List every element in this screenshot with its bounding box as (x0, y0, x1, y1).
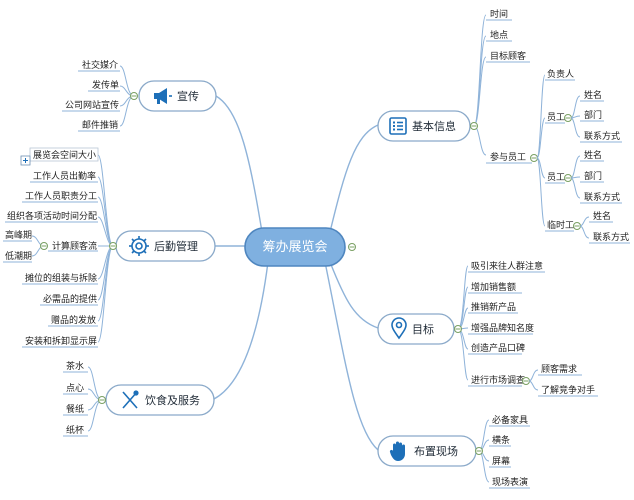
worker1-contact: 联系方式 (584, 130, 620, 142)
worker1-name: 姓名 (584, 89, 602, 101)
worker2-name: 姓名 (584, 149, 602, 161)
worker2-contact: 联系方式 (584, 191, 620, 203)
buzhi-item-3: 现场表演 (492, 476, 528, 488)
temp-contact: 联系方式 (593, 231, 629, 243)
mubiao-label: 目标 (412, 322, 434, 336)
survey-item-1: 了解竞争对手 (541, 384, 595, 396)
buzhi-item-1: 横条 (492, 434, 510, 446)
houqin-item-0-box (29, 147, 99, 162)
survey-item-0: 顾客需求 (541, 363, 577, 375)
branch-jiben (329, 124, 379, 233)
yinshi-label: 饮食及服务 (145, 393, 200, 407)
yinshi-group: 茶水 点心 餐纸 纸杯 饮食及服务 (63, 360, 215, 437)
xuanchuan-item-2: 公司网站宣传 (65, 99, 119, 111)
worker1-dept: 部门 (584, 109, 602, 121)
houqin-group: 展览会空间大小 工作人员出勤率 工作人员职责分工 组织各项活动时间分配 计算顾客… (3, 147, 216, 348)
mubiao-item-1: 增加销售额 (471, 281, 516, 293)
utensils-icon (122, 390, 139, 409)
yinshi-item-2: 餐纸 (66, 403, 84, 415)
staff-temp: 临时工 (547, 219, 574, 231)
mubiao-group: 吸引来往人群注意 增加销售额 推销新产品 增强品牌知名度 创造产品口碑 进行市场… (377, 260, 598, 397)
staff-leader: 负责人 (547, 68, 574, 80)
root-group: 筹办展览会 (244, 227, 356, 267)
mubiao-item-4: 创造产品口碑 (471, 342, 525, 354)
buzhi-item-2: 屏幕 (492, 455, 510, 467)
houqin-item-6: 必需品的提供 (43, 293, 97, 305)
staff-worker-2: 员工 (547, 172, 565, 183)
megaphone-icon (154, 88, 172, 104)
jiben-label: 基本信息 (412, 119, 456, 133)
houqin-flow-peak: 高峰期 (5, 229, 32, 241)
yinshi-item-3: 纸杯 (66, 424, 84, 436)
houqin-item-4: 计算顾客流 (52, 240, 97, 252)
jiben-group: 时间 地点 目标顾客 参与员工 负责人 员工 员工 临时工 姓名 部门 联系方式 (377, 8, 630, 244)
staff-worker-1: 员工 (547, 112, 565, 123)
jiben-item-staff: 参与员工 (490, 151, 526, 163)
gear-icon (129, 236, 149, 256)
buzhi-group: 必备家具 横条 屏幕 现场表演 布置现场 (377, 414, 530, 489)
xuanchuan-label: 宣传 (177, 89, 199, 103)
xuanchuan-item-0: 社交媒介 (82, 59, 118, 71)
temp-name: 姓名 (593, 210, 611, 222)
buzhi-item-0: 必备家具 (492, 414, 528, 426)
list-icon (389, 117, 407, 135)
buzhi-label: 布置现场 (414, 444, 458, 458)
houqin-item-7: 赠品的发放 (51, 314, 96, 326)
jiben-item-place: 地点 (490, 29, 508, 41)
houqin-item-2: 工作人员职责分工 (25, 190, 97, 202)
houqin-label: 后勤管理 (154, 239, 198, 253)
xuanchuan-item-3: 邮件推销 (82, 119, 118, 131)
branch-mubiao (329, 261, 379, 329)
location-pin-icon (391, 317, 407, 340)
jiben-item-target: 目标顾客 (490, 50, 526, 62)
houqin-item-8: 安装和拆卸显示屏 (25, 335, 97, 347)
houqin-item-0: 展览会空间大小 (33, 149, 96, 161)
mubiao-item-0: 吸引来往人群注意 (471, 260, 543, 272)
mubiao-item-3: 增强品牌知名度 (471, 322, 534, 334)
root-node[interactable] (244, 227, 346, 267)
houqin-item-5: 摊位的组装与拆除 (25, 272, 97, 284)
houqin-item-1: 工作人员出勤率 (33, 170, 96, 182)
houqin-item-3: 组织各项活动时间分配 (7, 210, 97, 222)
main-branches (213, 95, 379, 451)
branch-xuanchuan (215, 95, 263, 233)
houqin-flow-low: 低潮期 (5, 250, 32, 262)
root-label: 筹办展览会 (262, 239, 327, 255)
mubiao-item-5: 进行市场调查 (471, 374, 525, 386)
xuanchuan-item-1: 发传单 (92, 79, 119, 91)
mubiao-item-2: 推销新产品 (471, 301, 516, 313)
xuanchuan-group: 社交媒介 发传单 公司网站宣传 邮件推销 宣传 (62, 59, 217, 132)
branch-buzhi (324, 261, 379, 451)
worker2-dept: 部门 (584, 170, 602, 182)
yinshi-item-1: 点心 (66, 383, 84, 394)
jiben-item-time: 时间 (490, 8, 508, 20)
hand-icon (389, 441, 405, 461)
yinshi-item-0: 茶水 (66, 360, 84, 372)
branch-yinshi (213, 261, 269, 400)
